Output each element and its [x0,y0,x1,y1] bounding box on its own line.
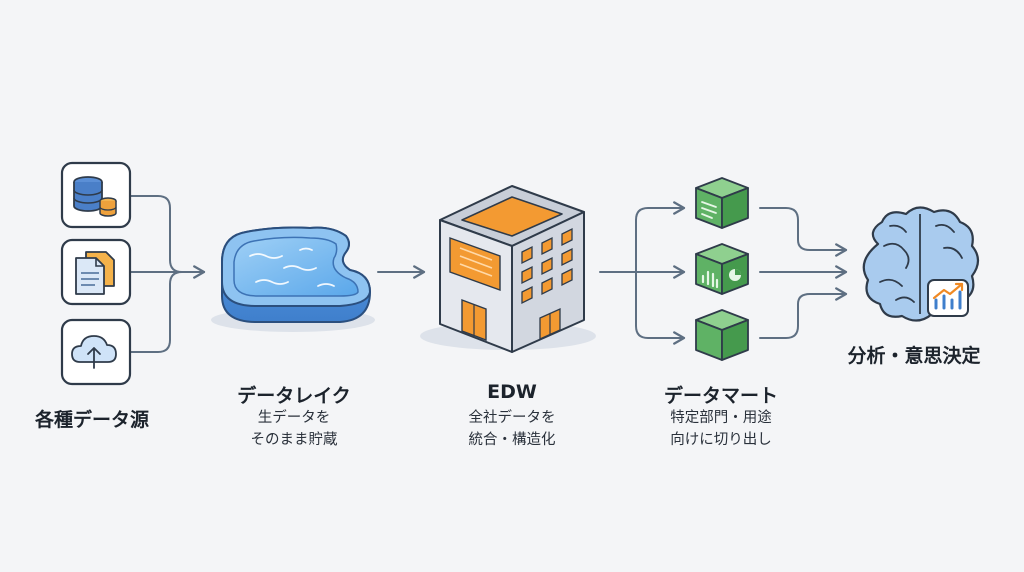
arrow-edw-to-mart1 [635,201,686,273]
analytics-title: 分析・意思決定 [847,345,981,367]
brain-chart-icon [862,206,980,322]
database-icon [73,176,117,217]
plain-cube-icon [695,309,749,361]
arrow-source3-to-lake [129,271,183,353]
warehouse-building-icon [420,185,596,353]
mart-cube-2 [695,243,749,295]
arrow-mart1-to-analytics [759,207,848,257]
mart-cube-1 [695,177,749,229]
report-cube-icon [695,177,749,229]
arrow-mart3-to-analytics [759,287,848,339]
marts-desc-line1: 特定部門・用途 [670,410,772,426]
cloud-upload-icon [71,335,117,369]
chart-cube-icon [695,243,749,295]
edw-desc-line1: 全社データを [468,410,556,426]
connectors [129,195,848,353]
marts-desc-line2: 向けに切り出し [670,432,772,448]
lake-desc-line2: そのまま貯蔵 [250,432,338,448]
lake-desc-line1: 生データを [257,410,331,426]
arrow-edw-to-mart3 [635,271,686,345]
lake-title: データレイク [237,385,351,407]
source-documents [60,238,132,306]
source-cloud [60,318,132,386]
source-database [60,161,132,229]
mart-cube-3 [695,309,749,361]
documents-icon [75,251,115,295]
edw-title: EDW [487,381,537,403]
arrow-source1-to-lake [129,195,206,279]
edw-desc-line2: 統合・構造化 [468,432,556,448]
marts-title: データマート [663,385,778,407]
sources-title: 各種データ源 [34,409,149,431]
data-lake-pool-icon [211,226,375,332]
